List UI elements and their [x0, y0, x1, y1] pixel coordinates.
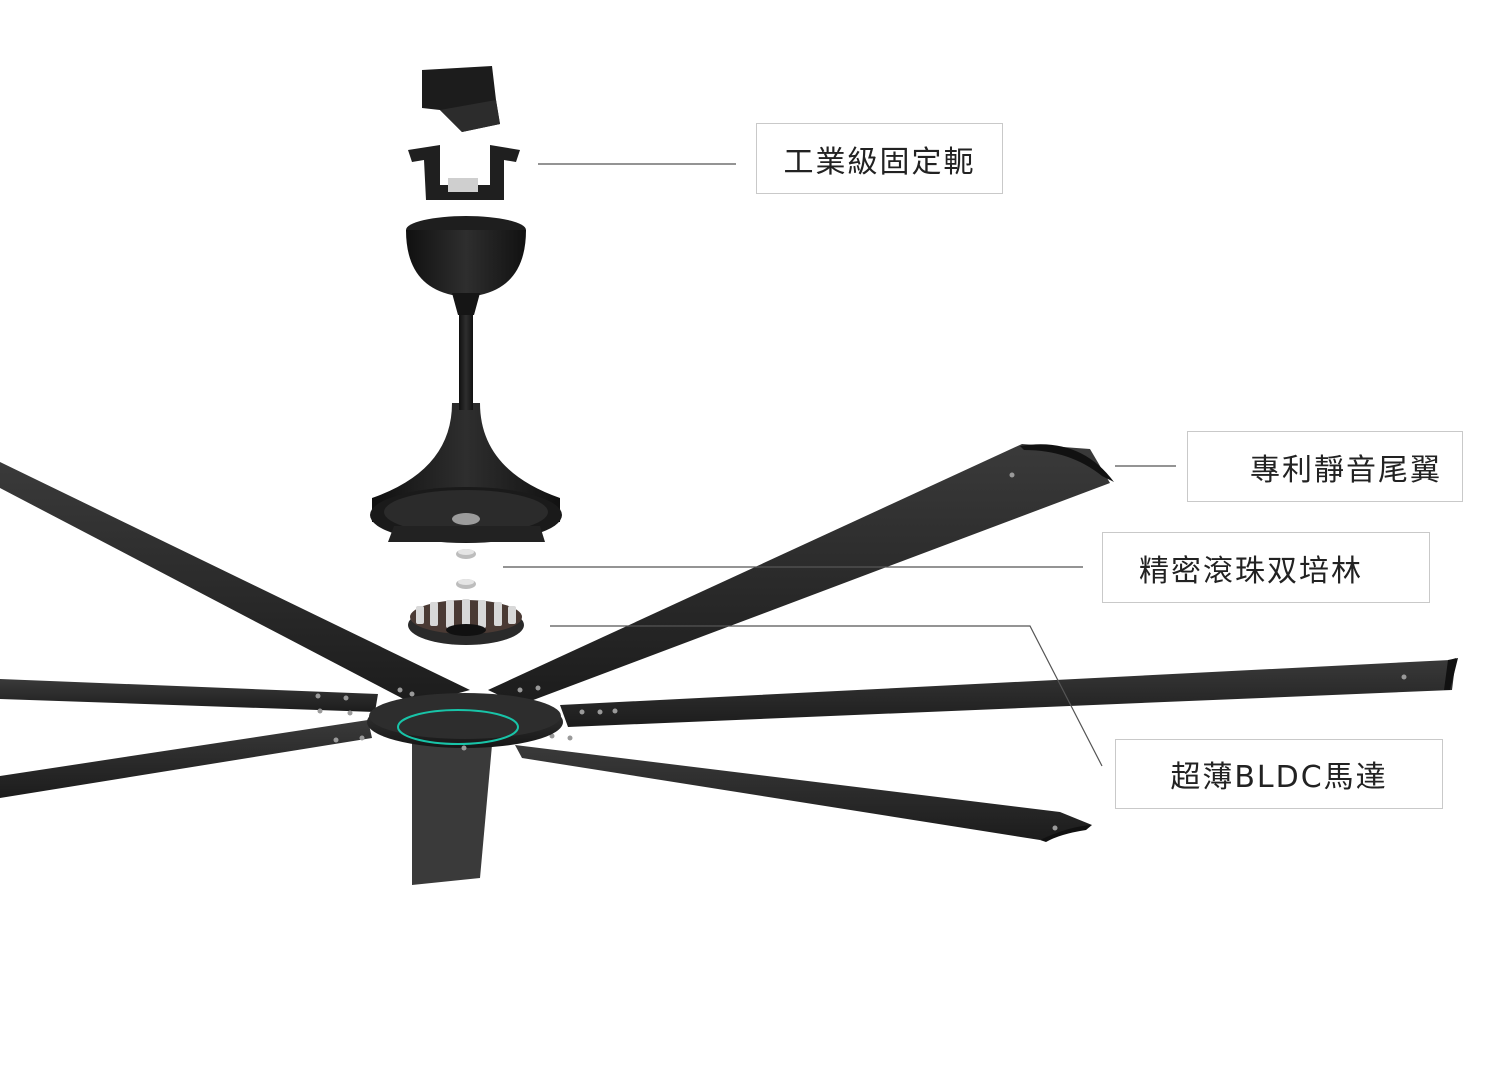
- callout-mounting-yoke: 工業級固定軛: [756, 123, 1003, 194]
- callout-motor: 超薄BLDC馬達: [1115, 739, 1443, 809]
- callout-tail-fin-label: 專利靜音尾翼: [1250, 452, 1442, 488]
- ceiling-canopy: [406, 216, 526, 315]
- callout-motor-label: 超薄BLDC馬達: [1170, 760, 1388, 795]
- tail-fin-upper-right: [1020, 444, 1114, 482]
- blade-front: [412, 740, 492, 885]
- callout-tail-fin: 專利靜音尾翼: [1187, 431, 1463, 502]
- motor-housing: [370, 403, 562, 543]
- blade-upper-right: [488, 444, 1110, 705]
- ball-bearings: [456, 549, 476, 589]
- fan-blades: [0, 444, 1458, 885]
- hub-light-ring: [397, 709, 519, 745]
- blade-right: [560, 658, 1456, 727]
- callout-bearing: 精密滾珠双培林: [1102, 532, 1430, 603]
- callout-bearing-label: 精密滾珠双培林: [1139, 553, 1363, 589]
- blade-left-upper: [0, 679, 378, 712]
- fan-hub: [367, 693, 563, 751]
- down-rod: [459, 300, 473, 410]
- bldc-motor: [408, 599, 524, 645]
- leader-lines: [503, 163, 1176, 767]
- blade-upper-left: [0, 462, 470, 705]
- blade-lower-right: [515, 745, 1092, 840]
- leader-motor: [550, 625, 1103, 767]
- callout-mounting-yoke-label: 工業級固定軛: [783, 144, 976, 180]
- tail-fin-right: [1444, 658, 1458, 690]
- tail-fin-lower-right: [1040, 825, 1092, 842]
- blade-left-lower: [0, 720, 372, 798]
- blade-bolts: [315, 472, 1407, 831]
- mounting-yoke: [408, 66, 520, 200]
